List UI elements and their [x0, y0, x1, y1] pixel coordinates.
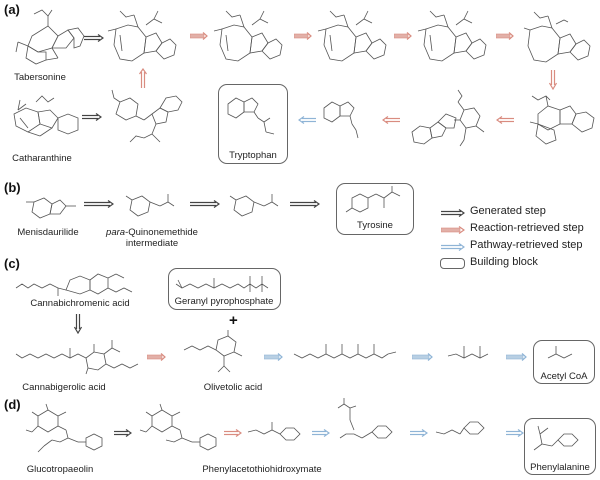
- molecule-olivetolic-acid: [183, 330, 243, 373]
- molecule-tabersonine: [15, 9, 85, 65]
- building-block-box-tyrosine: [336, 183, 414, 235]
- arrow-reaction-up-a: [139, 68, 147, 88]
- legend-label-building-block: Building block: [470, 256, 538, 268]
- arrow-generated-b3: [290, 200, 320, 208]
- molecule-label-glucotropaeolin: Glucotropaeolin: [26, 464, 94, 475]
- molecule-acetyl-coa: [547, 346, 573, 359]
- arrow-reaction-a4: [294, 32, 312, 40]
- panel-label-d: (d): [4, 397, 21, 412]
- molecule-label-menisdaurilide: Menisdaurilide: [17, 227, 79, 238]
- molecule-phenylalanine: [533, 425, 579, 451]
- arrow-pathway-a9: [298, 116, 316, 124]
- molecule-label-geranyl-pyrophosphate: Geranyl pyrophosphate: [174, 296, 274, 307]
- arrow-reaction-c1: [147, 353, 166, 361]
- arrow-pathway-d4: [410, 429, 428, 437]
- arrow-reaction-a5: [394, 32, 412, 40]
- building-block-box-geranyl-pyrophosphate: [168, 268, 281, 310]
- arrow-pathway-d5: [506, 429, 524, 437]
- legend-arrow-reaction: [441, 226, 465, 234]
- molecule-intermediate-a3: [317, 10, 387, 62]
- molecule-intermediate-a6: [529, 95, 595, 145]
- molecule-label-tryptophan: Tryptophan: [229, 150, 277, 161]
- molecule-s-alkyl-thiohydroximate: [337, 398, 393, 439]
- legend-arrow-generated: [441, 209, 465, 217]
- molecule-geranyl-pyrophosphate: [175, 276, 269, 292]
- arrow-generated-a1: [84, 34, 104, 42]
- molecule-tryptophan: [227, 97, 275, 135]
- panel-label-c: (c): [4, 256, 20, 271]
- molecule-glucotropaeolin: [25, 403, 103, 453]
- molecule-label-tabersonine: Tabersonine: [14, 72, 66, 83]
- panel-label-b: (b): [4, 180, 21, 195]
- molecule-phenylacetothiohydroximate: [247, 422, 301, 441]
- legend-arrow-pathway: [441, 243, 465, 251]
- molecule-label-cannabigerolic-acid: Cannabigerolic acid: [22, 382, 106, 393]
- arrow-generated-d1: [114, 429, 132, 437]
- molecule-quinonemethide: [125, 194, 175, 217]
- molecule-intermediate-a4: [417, 10, 487, 62]
- molecule-menisdaurilide: [26, 197, 76, 219]
- arrow-reaction-a8: [382, 116, 400, 124]
- legend-label-generated: Generated step: [470, 205, 546, 217]
- arrow-generated-b1: [84, 200, 114, 208]
- molecule-label-phenylalanine: Phenylalanine: [530, 462, 590, 473]
- molecule-label-tyrosine: Tyrosine: [357, 220, 393, 231]
- building-block-box-acetyl-coa: [533, 340, 595, 384]
- molecule-label-olivetolic-acid: Olivetolic acid: [203, 382, 263, 393]
- molecule-intermediate-a5: [523, 11, 591, 63]
- molecule-tyrosine: [345, 186, 401, 213]
- molecule-catharanthine: [13, 95, 79, 137]
- arrow-pathway-c4: [506, 353, 527, 361]
- arrow-reaction-a6: [496, 32, 514, 40]
- molecule-intermediate-a7: [411, 89, 485, 147]
- arrow-reaction-d2: [224, 429, 242, 437]
- molecule-tryptamine: [323, 101, 359, 139]
- molecule-polyketide-intermediate: [293, 344, 397, 359]
- arrow-generated-b2: [190, 200, 220, 208]
- molecule-label-cannabichromenic-acid: Cannabichromenic acid: [30, 298, 130, 309]
- label-italic-part: para: [106, 227, 126, 238]
- molecule-label-acetyl-coa: Acetyl CoA: [540, 371, 588, 382]
- arrow-pathway-d3: [312, 429, 330, 437]
- building-block-box-phenylalanine: [524, 418, 596, 475]
- arrow-generated-a2: [82, 113, 102, 121]
- molecule-cannabichromenic-acid: [15, 273, 133, 296]
- molecule-cannabigerolic-acid: [15, 340, 139, 375]
- molecule-intermediate-a2: [213, 10, 283, 62]
- arrow-reaction-a7: [496, 116, 514, 124]
- arrow-reaction-a3: [190, 32, 208, 40]
- molecule-hydroxyphenylacetic-acid: [229, 194, 279, 217]
- arrow-reaction-down-a: [549, 70, 557, 90]
- molecule-label-catharanthine: Catharanthine: [12, 153, 72, 164]
- arrow-pathway-c3: [412, 353, 433, 361]
- molecule-desulfoglucotropaeolin: [139, 403, 217, 451]
- legend-building-block-icon: [440, 258, 465, 269]
- molecule-malonyl-coa: [447, 346, 489, 359]
- molecule-label-quinonemethide: para-Quinonemethide: [106, 227, 198, 238]
- legend-label-pathway: Pathway-retrieved step: [470, 239, 583, 251]
- arrow-generated-down-c: [74, 314, 82, 334]
- molecule-label-quinonemethide-line2: intermediate: [125, 238, 179, 249]
- molecule-phenylacetaldoxime: [435, 421, 485, 435]
- legend-label-reaction: Reaction-retrieved step: [470, 222, 584, 234]
- molecule-intermediate-a1b: [111, 89, 183, 143]
- molecule-label-phenylacetothiohidroxymate: Phenylacetothiohidroxymate: [202, 464, 322, 475]
- arrow-pathway-c2: [264, 353, 283, 361]
- label-rest-part: -Quinonemethide: [125, 227, 198, 238]
- plus-sign: +: [229, 312, 238, 329]
- molecule-intermediate-a1: [107, 10, 177, 62]
- panel-label-a: (a): [4, 2, 20, 17]
- building-block-box-tryptophan: [218, 84, 288, 164]
